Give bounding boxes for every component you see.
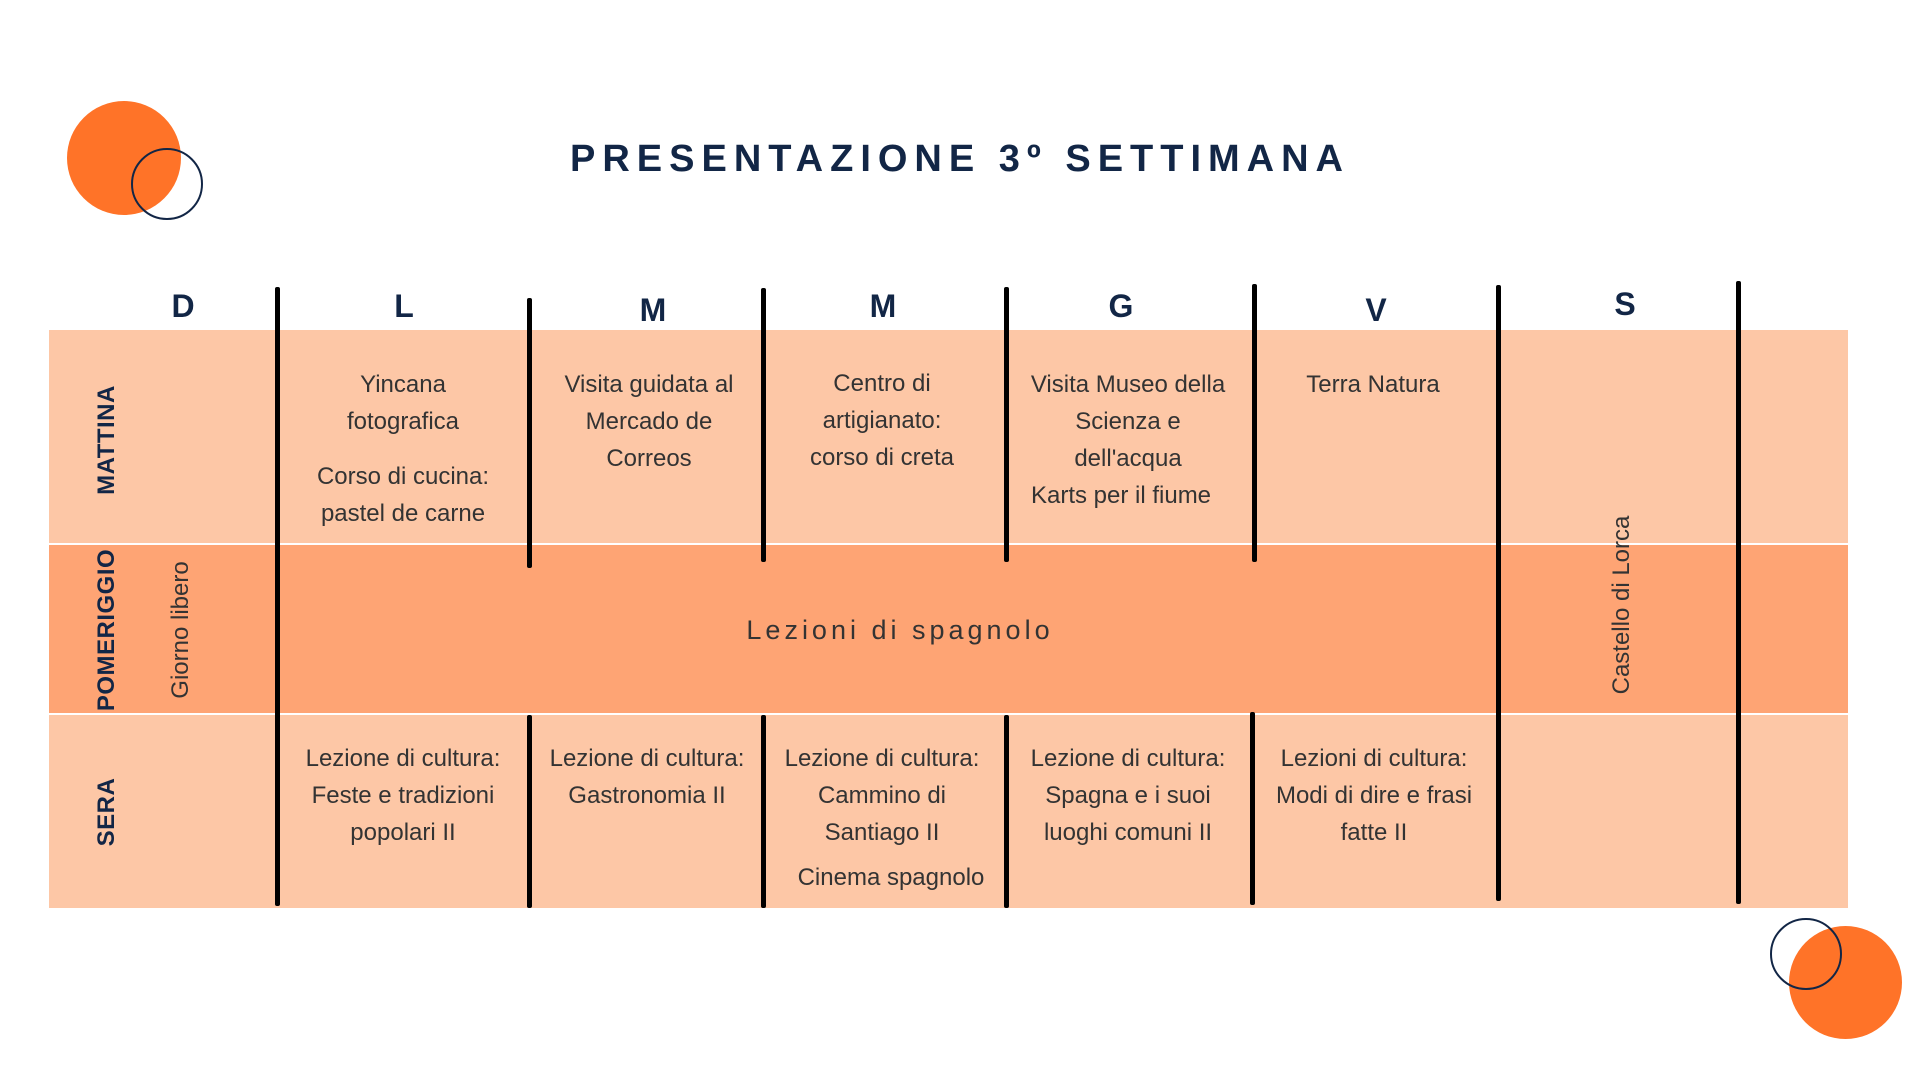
tuesday-morning-activities: Visita guidata al Mercado de Correos [534,366,764,477]
activity-text: Visita Museo della [1030,371,1226,398]
activity-text: Scienza e [1075,408,1181,435]
friday-evening-activities: Lezioni di cultura: Modi di dire e frasi… [1259,740,1489,851]
column-divider [527,298,532,568]
activity-text: Spagna e i suoi [1045,782,1211,809]
day-header-thursday: G [1108,288,1134,324]
activity-text: Visita guidata al [564,371,734,398]
activity-text: Cammino di [817,782,947,809]
activity-text: Modi di dire e frasi [1275,782,1473,809]
morning-row-band [49,330,1848,543]
activity-text: Santiago II [824,819,940,846]
activity-text: corso di creta [809,444,955,471]
day-header-saturday: S [1614,286,1636,322]
activity-text: Lezione di cultura: [1030,745,1226,772]
activity-text: Corso di cucina: [316,463,490,490]
thursday-evening-activities: Lezione di cultura: Spagna e i suoi luog… [1013,740,1243,851]
thursday-morning-activities: Visita Museo della Scienza e dell'acqua … [1013,366,1243,514]
activity-text: Centro di [833,370,931,397]
activity-text: Terra Natura [1306,371,1440,398]
column-divider [1252,284,1257,562]
day-header-sunday: D [171,288,195,324]
day-header-friday: V [1365,292,1387,328]
column-divider [275,287,280,906]
monday-evening-activities: Lezione di cultura: Feste e tradizioni p… [288,740,518,851]
column-divider [761,715,766,908]
wednesday-morning-activities: Centro di artigianato: corso di creta [767,365,997,476]
activity-text: Karts per il fiume [1030,482,1212,509]
column-divider [761,288,766,562]
column-divider [1250,712,1255,905]
activity-text: Lezioni di cultura: [1280,745,1468,772]
activity-text: popolari II [350,819,456,846]
activity-text: Correos [606,445,692,472]
activity-text: Gastronomia II [568,782,726,809]
monday-morning-activities: Yincana fotografica Corso di cucina: pas… [288,366,518,532]
activity-text: Yincana [360,371,446,398]
column-divider [1004,715,1009,908]
activity-text: fotografica [346,408,460,435]
row-label-evening: SERA [93,777,120,847]
afternoon-activity: Lezioni di spagnolo [746,615,1054,645]
tuesday-evening-activities: Lezione di cultura: Gastronomia II [532,740,762,814]
day-header-monday: L [394,288,414,324]
decor-ring-bottom-right [1770,918,1842,990]
activity-text: pastel de carne [320,500,486,527]
wednesday-evening-activities: Lezione di cultura: Cammino di Santiago … [767,740,997,896]
page-title: PRESENTAZIONE 3º SETTIMANA [570,138,1350,180]
activity-text: Lezione di cultura: [784,745,980,772]
activity-text: dell'acqua [1074,445,1182,472]
activity-text: fatte II [1340,819,1408,846]
day-header-wednesday: M [869,288,897,324]
activity-text: Lezione di cultura: [549,745,745,772]
decor-ring-top-left [131,148,203,220]
column-divider [1736,281,1741,904]
day-header-tuesday: M [639,292,667,328]
activity-text: Feste e tradizioni [311,782,495,809]
column-divider [1004,287,1009,562]
afternoon-row-band [49,545,1848,713]
activity-text: Lezione di cultura: [305,745,501,772]
activity-text: artigianato: [822,407,942,434]
activity-text: Mercado de [585,408,713,435]
row-label-morning: MATTINA [93,385,120,495]
activity-text: Cinema spagnolo [797,864,985,891]
saturday-activity: Castello di Lorca [1608,515,1635,695]
column-divider [527,715,532,908]
friday-morning-activities: Terra Natura [1258,366,1488,403]
activity-text: luoghi comuni II [1043,819,1213,846]
column-divider [1496,285,1501,901]
evening-row-band [49,715,1848,908]
